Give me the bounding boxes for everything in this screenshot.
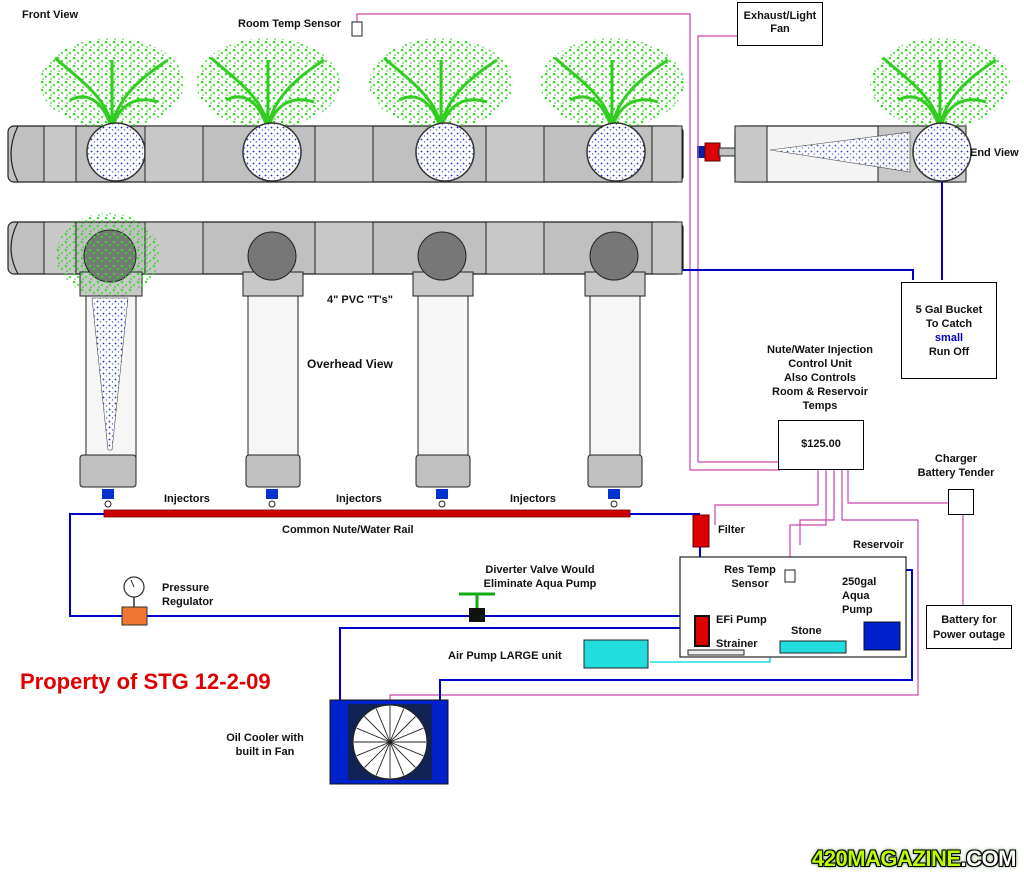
oil-cooler-label-1: Oil Cooler with [226, 732, 304, 744]
control-unit-label-4: Room & Reservoir [772, 386, 868, 398]
air-pump-label: Air Pump LARGE unit [448, 650, 562, 662]
res-temp-sensor [784, 569, 796, 583]
plant-front-4 [540, 38, 684, 182]
diverter-label-1: Diverter Valve Would [485, 564, 595, 576]
pvc-t-3 [412, 231, 474, 488]
control-unit-label-3: Also Controls [783, 372, 857, 384]
pvc-t-2 [242, 231, 304, 488]
pvc-t-4 [584, 231, 646, 488]
control-unit-label-1: Nute/Water Injection [767, 344, 873, 356]
room-temp-sensor [351, 21, 363, 37]
front-view-pipe [7, 125, 684, 183]
res-temp-label-1: Res Temp [724, 564, 776, 576]
filter [692, 514, 710, 548]
pressure-regulator-label-2: Regulator [162, 596, 214, 608]
signal-wires [356, 13, 964, 700]
reservoir-label: Reservoir [853, 539, 904, 551]
property-label: Property of STG 12-2-09 [20, 669, 271, 694]
res-temp-label-2: Sensor [731, 578, 769, 590]
injectors-label-2: Injectors [336, 493, 382, 505]
bucket-label-small: small [934, 332, 964, 344]
fan-blade [389, 741, 405, 776]
plant-front-2 [196, 38, 340, 182]
fan-blade [364, 716, 391, 743]
overhead-view-label: Overhead View [307, 357, 393, 371]
pvc-t-1 [56, 213, 160, 488]
watermark-suffix: .COM [960, 846, 1017, 871]
fan-blade [375, 741, 391, 776]
fan-blade [389, 741, 424, 757]
control-unit-label-5: Temps [802, 400, 838, 412]
fan-blade [389, 741, 416, 768]
control-unit-price: $125.00 [801, 438, 841, 450]
stone-label: Stone [791, 625, 822, 637]
diverter-valve [459, 592, 495, 622]
pressure-regulator-label-1: Pressure [162, 582, 210, 594]
plant-front-3 [369, 38, 513, 182]
battery-label-1: Battery for [941, 614, 997, 626]
bucket-label-1: 5 Gal Bucket [915, 304, 983, 316]
injectors-label-1: Injectors [164, 493, 210, 505]
fan-blade [356, 741, 391, 757]
bucket-label-2: To Catch [925, 318, 973, 330]
battery-tender [948, 489, 974, 515]
front-view-plants [40, 38, 684, 182]
overhead-view-pipe [7, 221, 684, 275]
oil-cooler [329, 699, 449, 785]
fan-blade [375, 708, 391, 743]
aqua-pump-label-2: Aqua [842, 590, 870, 602]
exhaust-fan-label-2: Fan [770, 23, 790, 35]
air-pump [583, 639, 649, 669]
exhaust-fan-box [737, 2, 823, 46]
room-temp-sensor-label: Room Temp Sensor [238, 18, 342, 30]
control-unit-box [778, 420, 864, 470]
efi-pump [694, 615, 710, 647]
exhaust-fan-label-1: Exhaust/Light [743, 10, 817, 22]
charger-label-1: Charger [934, 453, 978, 465]
front-view-label: Front View [22, 9, 79, 21]
runoff-bucket [901, 282, 997, 379]
filter-label: Filter [718, 524, 745, 536]
stone [779, 640, 847, 654]
fan-blade [389, 727, 424, 743]
control-unit-label-2: Control Unit [788, 358, 852, 370]
diverter-label-2: Eliminate Aqua Pump [483, 578, 597, 590]
fan-blade [389, 708, 405, 743]
watermark-main: 420MAGAZINE [812, 846, 961, 871]
pvc-ts-label: 4" PVC "T's" [327, 294, 393, 306]
charger-label-2: Battery Tender [917, 467, 995, 479]
injectors-label-3: Injectors [510, 493, 556, 505]
plant-end-view [870, 38, 1010, 182]
strainer-label: Strainer [716, 638, 758, 650]
battery-box [926, 605, 1012, 649]
aqua-pump-label-3: Pump [842, 604, 873, 616]
strainer [687, 649, 745, 656]
efi-pump-label: EFi Pump [716, 614, 767, 626]
fan-blade [356, 727, 391, 743]
pressure-regulator [121, 576, 148, 626]
fan-blade [364, 741, 391, 768]
injectors [102, 489, 620, 508]
fan-blade [389, 716, 416, 743]
oil-cooler-label-2: built in Fan [235, 746, 295, 758]
battery-label-2: Power outage [932, 629, 1006, 641]
common-rail [103, 509, 631, 518]
end-view-label: End View [970, 147, 1019, 159]
plant-front-1 [40, 38, 184, 182]
bucket-label-3: Run Off [928, 346, 970, 358]
aqua-pump-label-1: 250gal [842, 576, 877, 588]
aqua-pump [863, 621, 901, 651]
rail-label: Common Nute/Water Rail [282, 524, 414, 536]
watermark-logo: 420MAGAZINE.COM [812, 846, 1017, 872]
